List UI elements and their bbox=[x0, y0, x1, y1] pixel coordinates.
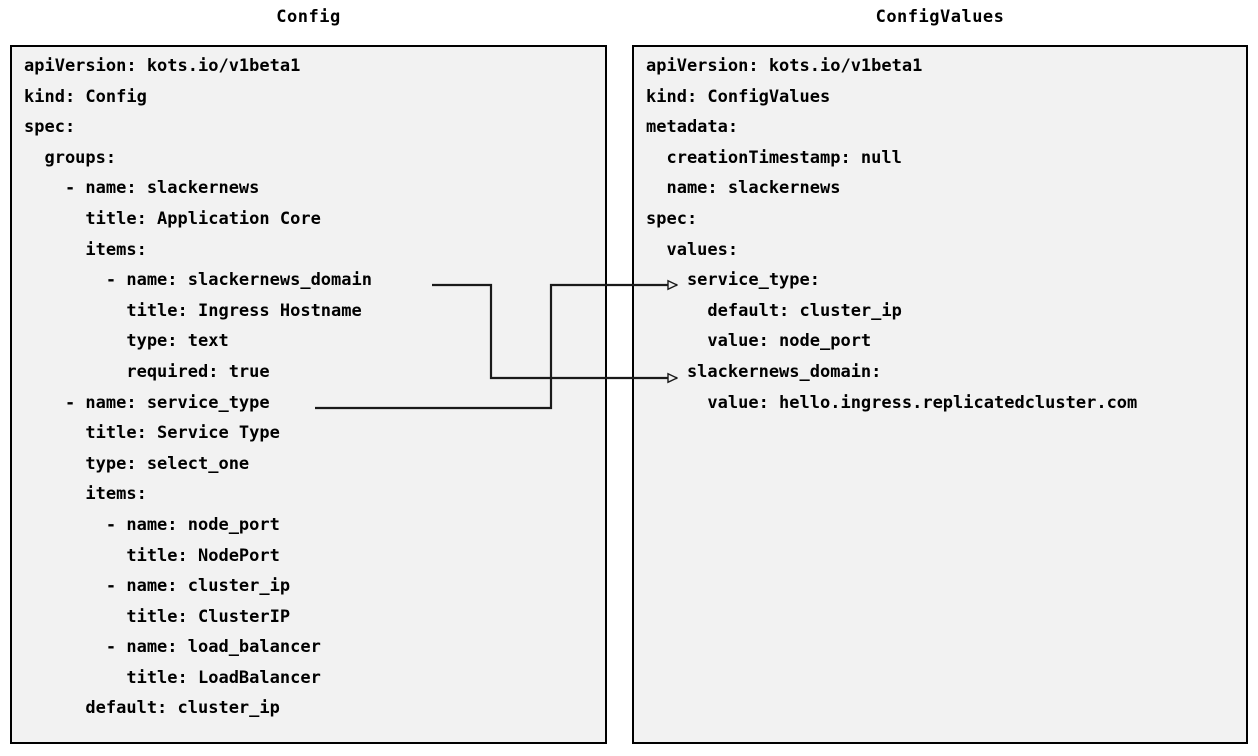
config-yaml-line: apiVersion: kots.io/v1beta1 bbox=[24, 56, 301, 76]
config-yaml-line: - name: cluster_ip bbox=[24, 576, 291, 597]
config-yaml-line: groups: bbox=[24, 147, 117, 168]
config-panel-title: Config bbox=[276, 7, 341, 27]
configvalues-yaml-line: metadata: bbox=[646, 117, 739, 138]
config-yaml-line: spec: bbox=[24, 117, 76, 138]
configvalues-yaml-line: service_type: bbox=[646, 270, 820, 291]
config-yaml-line: title: Application Core bbox=[24, 208, 321, 229]
config-yaml-line: - name: service_type bbox=[24, 392, 270, 413]
config-yaml-line: required: true bbox=[24, 361, 270, 382]
config-yaml-line: title: Service Type bbox=[24, 423, 280, 444]
configvalues-yaml-line: name: slackernews bbox=[646, 178, 841, 199]
configvalues-yaml-line: slackernews_domain: bbox=[646, 361, 882, 382]
config-yaml-line: items: bbox=[24, 239, 147, 260]
config-yaml-line: - name: node_port bbox=[24, 514, 280, 535]
config-panel: apiVersion: kots.io/v1beta1 kind: Config s… bbox=[10, 45, 607, 744]
config-yaml-line: - name: slackernews_domain bbox=[24, 270, 372, 291]
config-yaml-line: title: LoadBalancer bbox=[24, 667, 321, 688]
config-yaml-line: type: select_one bbox=[24, 453, 250, 474]
config-yaml-line: title: ClusterIP bbox=[24, 606, 291, 627]
configvalues-yaml-line: spec: bbox=[646, 208, 698, 229]
config-yaml-block: apiVersion: kots.io/v1beta1 kind: Config s… bbox=[24, 51, 601, 724]
configvalues-yaml-line: kind: ConfigValues bbox=[646, 86, 831, 107]
config-yaml-line: type: text bbox=[24, 331, 229, 352]
configvalues-yaml-line: default: cluster_ip bbox=[646, 300, 902, 321]
config-yaml-line: default: cluster_ip bbox=[24, 698, 280, 719]
configvalues-yaml-line: value: node_port bbox=[646, 331, 872, 352]
configvalues-yaml-line: creationTimestamp: null bbox=[646, 147, 902, 168]
config-yaml-line: - name: load_balancer bbox=[24, 637, 321, 658]
configvalues-yaml-line: value: hello.ingress.replicatedcluster.c… bbox=[646, 392, 1138, 413]
config-yaml-line: kind: Config bbox=[24, 86, 147, 107]
configvalues-yaml-line: values: bbox=[646, 239, 739, 260]
configvalues-panel: apiVersion: kots.io/v1beta1 kind: ConfigV… bbox=[632, 45, 1248, 744]
configvalues-yaml-block: apiVersion: kots.io/v1beta1 kind: ConfigV… bbox=[646, 51, 1242, 418]
config-yaml-line: items: bbox=[24, 484, 147, 505]
config-yaml-line: - name: slackernews bbox=[24, 178, 260, 199]
configvalues-yaml-line: apiVersion: kots.io/v1beta1 bbox=[646, 56, 923, 76]
config-yaml-line: title: Ingress Hostname bbox=[24, 300, 362, 321]
config-yaml-line: title: NodePort bbox=[24, 545, 280, 566]
configvalues-panel-title: ConfigValues bbox=[875, 7, 1005, 27]
